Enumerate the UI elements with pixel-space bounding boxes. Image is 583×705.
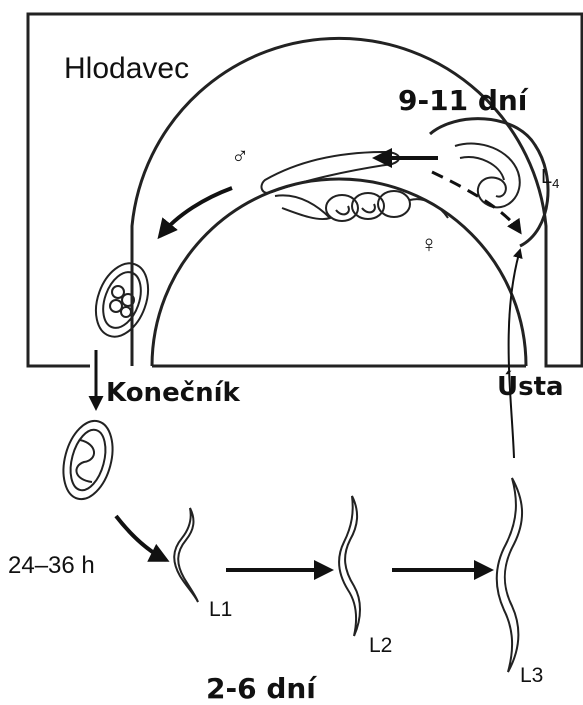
- arrow-mouth-to-l4: [432, 172, 520, 232]
- egg-time-label: 24–36 h: [8, 552, 95, 580]
- stage-l1-label: L1: [209, 598, 232, 622]
- stage-l4-base: L: [541, 166, 552, 188]
- larva-l1: [174, 508, 198, 602]
- arrow-l3-to-mouth: [509, 250, 520, 458]
- larvae-duration-label: 2-6 dní: [206, 672, 316, 705]
- l4-larva: [455, 144, 520, 208]
- intestine-inner-arch: [152, 179, 526, 366]
- larva-l3: [497, 478, 522, 672]
- stage-l4-sub: 4: [552, 176, 559, 191]
- female-worm: [275, 191, 448, 221]
- arrow-male-to-egg: [160, 188, 232, 236]
- arrow-egg-to-l1: [116, 516, 166, 560]
- stage-l2-label: L2: [369, 634, 392, 658]
- rectum-label: Konečník: [106, 378, 240, 408]
- male-symbol-icon: ♂: [231, 143, 249, 171]
- host-label: Hlodavec: [64, 52, 189, 86]
- l4-bulge: [430, 119, 548, 246]
- stage-l4-label: L4: [541, 166, 559, 191]
- egg-in-intestine: [86, 256, 157, 344]
- mouth-label: Ústa: [497, 372, 564, 402]
- larva-l2: [339, 496, 360, 636]
- stage-l3-label: L3: [520, 664, 543, 688]
- adult-duration-label: 9-11 dní: [398, 84, 527, 117]
- female-symbol-icon: ♀: [420, 231, 438, 259]
- embryonated-egg: [55, 415, 120, 504]
